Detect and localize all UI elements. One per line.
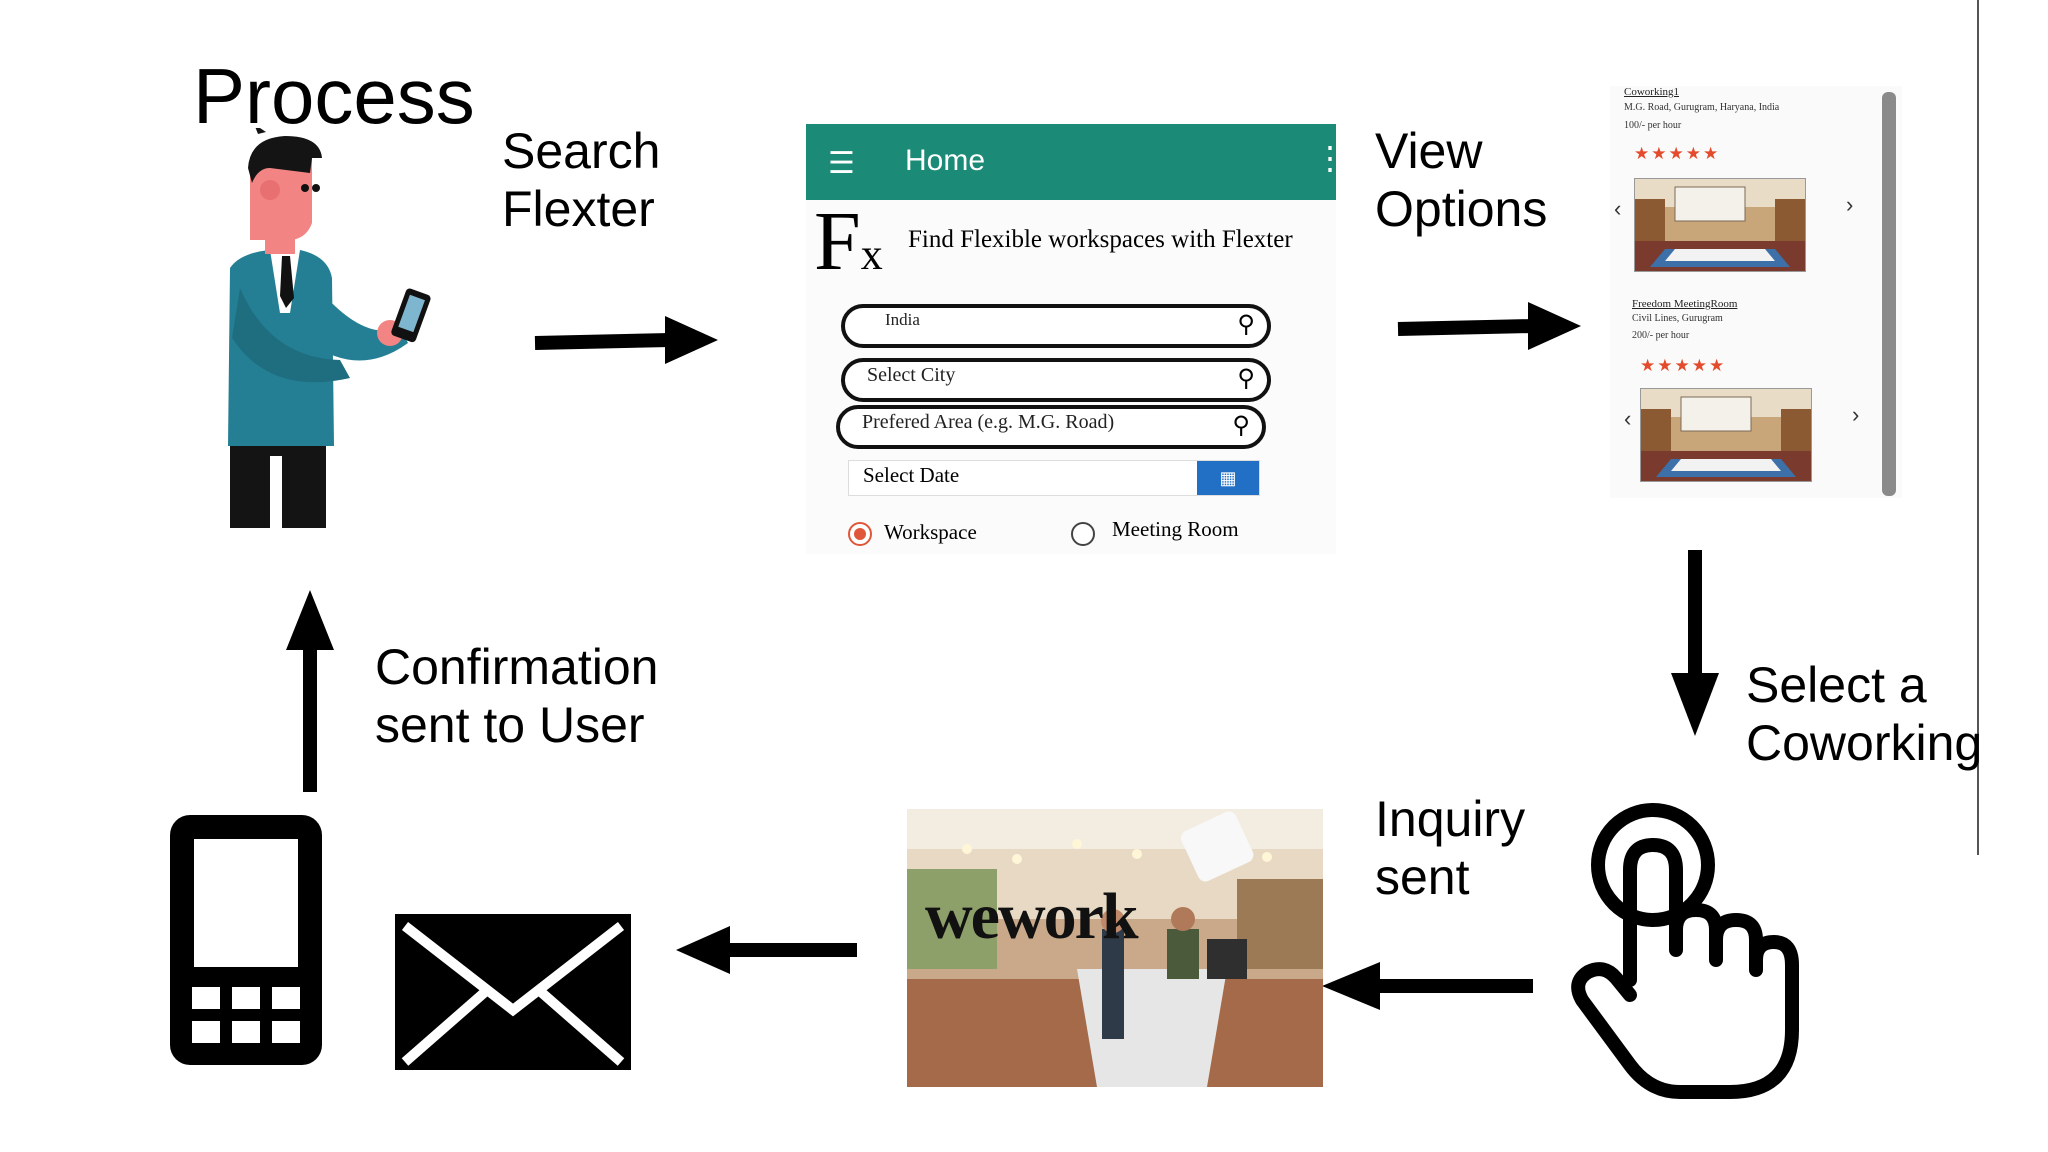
envelope-icon <box>395 914 631 1070</box>
step-label-inquiry-2: sent <box>1375 849 1470 905</box>
step-label-inquiry-1: Inquiry <box>1375 791 1526 847</box>
chevron-left-icon[interactable]: ‹ <box>1614 196 1622 221</box>
chevron-right-icon[interactable]: › <box>1852 402 1860 427</box>
step-label-confirmation-1: Confirmation <box>375 639 659 695</box>
scrollbar[interactable] <box>1882 92 1896 496</box>
country-input[interactable]: India ⚲ <box>841 304 1271 348</box>
date-input-placeholder: Select Date <box>863 463 960 487</box>
meeting-room-radio[interactable] <box>1071 522 1095 546</box>
listing-panel: Coworking1 M.G. Road, Gurugram, Haryana,… <box>1610 86 1902 498</box>
listing-address: M.G. Road, Gurugram, Haryana, India <box>1624 102 1780 113</box>
process-title: Process <box>193 52 475 140</box>
meeting-room-radio-label: Meeting Room <box>1112 517 1239 541</box>
arrow-down-icon <box>1671 550 1719 736</box>
flexter-logo: Fx <box>814 195 883 288</box>
step-label-view-2: Options <box>1375 181 1548 237</box>
chevron-right-icon[interactable]: › <box>1846 192 1854 217</box>
flexter-app-screenshot: ☰ Home ⋮ Fx Find Flexible workspaces wit… <box>806 124 1346 554</box>
calendar-icon[interactable]: ▦ <box>1197 461 1259 495</box>
wework-logo: wework <box>925 880 1139 953</box>
country-input-value: India <box>885 310 920 329</box>
search-icon[interactable]: ⚲ <box>1232 412 1250 439</box>
person-with-phone-icon <box>228 128 431 528</box>
wework-office-photo: wework <box>907 809 1323 1087</box>
arrow-left-icon <box>1322 962 1533 1010</box>
search-icon[interactable]: ⚲ <box>1237 365 1255 392</box>
step-label-view-1: View <box>1375 123 1483 179</box>
step-label-confirmation-2: sent to User <box>375 697 645 753</box>
app-bar: ☰ Home ⋮ <box>806 124 1346 200</box>
mobile-phone-icon <box>170 815 322 1065</box>
listing-title[interactable]: Freedom MeetingRoom <box>1632 298 1738 310</box>
step-label-search-2: Flexter <box>502 181 655 237</box>
rating-stars: ★★★★★ <box>1640 356 1727 375</box>
meeting-room-photo <box>1640 388 1812 482</box>
divider-line <box>1977 0 1979 855</box>
search-icon[interactable]: ⚲ <box>1237 311 1255 338</box>
app-tagline: Find Flexible workspaces with Flexter <box>908 226 1293 253</box>
arrow-right-icon <box>1397 302 1581 350</box>
rating-stars: ★★★★★ <box>1634 144 1721 163</box>
chevron-left-icon[interactable]: ‹ <box>1624 406 1632 431</box>
arrow-right-icon <box>534 316 718 364</box>
workspace-radio[interactable] <box>848 522 872 546</box>
app-bar-title: Home <box>905 144 986 177</box>
workspace-radio-label: Workspace <box>884 520 977 544</box>
date-input[interactable]: Select Date ▦ <box>848 460 1260 496</box>
arrow-left-icon <box>676 926 857 974</box>
step-label-select-2: Coworking <box>1746 715 1983 771</box>
listing-price: 200/- per hour <box>1632 330 1690 341</box>
city-input[interactable]: Select City ⚲ <box>841 358 1271 402</box>
step-label-search-1: Search <box>502 123 661 179</box>
area-input[interactable]: Prefered Area (e.g. M.G. Road) ⚲ <box>836 405 1266 449</box>
meeting-room-photo <box>1634 178 1806 272</box>
more-options-icon[interactable]: ⋮ <box>1314 140 1346 176</box>
listing-address: Civil Lines, Gurugram <box>1632 313 1723 324</box>
area-input-placeholder: Prefered Area (e.g. M.G. Road) <box>862 411 1115 433</box>
city-input-placeholder: Select City <box>867 364 956 386</box>
hamburger-menu-icon[interactable]: ☰ <box>828 147 855 180</box>
tap-hand-icon <box>1571 803 1799 1099</box>
listing-title[interactable]: Coworking1 <box>1624 86 1679 98</box>
listing-price: 100/- per hour <box>1624 120 1682 131</box>
office-photo-background <box>907 809 1323 1087</box>
arrow-up-icon <box>286 590 334 792</box>
step-label-select-1: Select a <box>1746 657 1927 713</box>
